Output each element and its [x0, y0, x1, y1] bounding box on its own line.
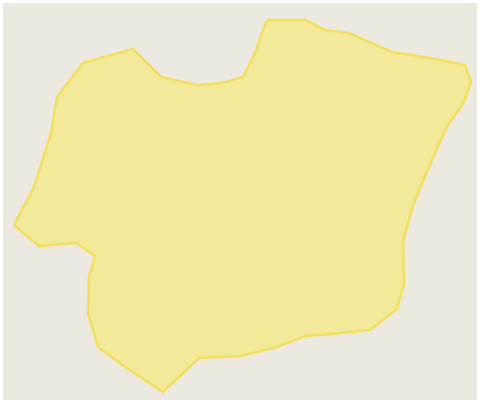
highlighted-region[interactable]	[12, 18, 473, 394]
map-svg	[12, 18, 473, 394]
